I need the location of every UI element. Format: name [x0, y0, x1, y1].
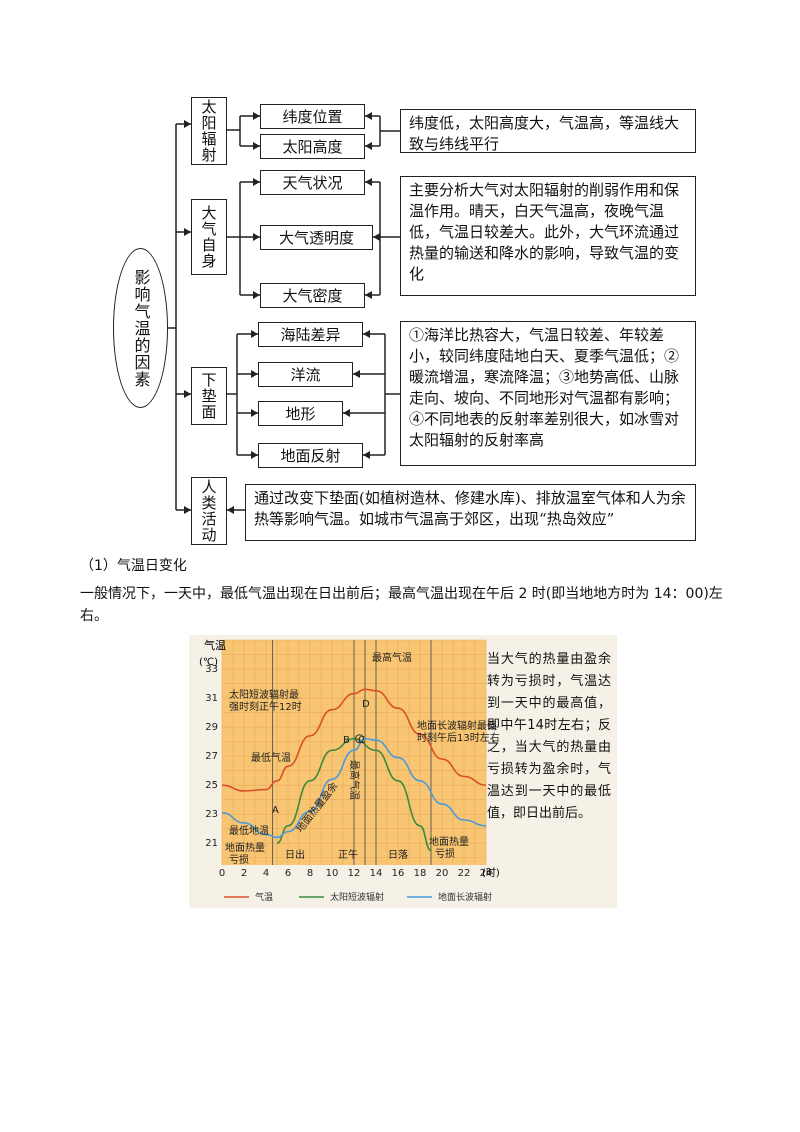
- group-title-solar: 太阳辐射: [191, 97, 227, 165]
- annot-ground-max: 地面长波辐射最强时刻午后13时左右: [417, 719, 500, 744]
- item-solar-altitude: 太阳高度: [260, 134, 365, 159]
- chart-legend: 气温 太阳短波辐射 地面长波辐射: [224, 891, 492, 903]
- point-d: D: [362, 699, 370, 710]
- group-title-human: 人类活动: [191, 477, 227, 545]
- x-tick-label: 22: [458, 868, 471, 879]
- series-line: [221, 737, 487, 839]
- x-tick-label: 16: [392, 868, 405, 879]
- x-axis-label: (时): [482, 867, 500, 879]
- item-density: 大气密度: [260, 283, 365, 308]
- item-latitude: 纬度位置: [260, 104, 365, 129]
- y-tick-label: 33: [205, 664, 218, 675]
- item-terrain: 地形: [258, 401, 343, 426]
- legend-label-ground: 地面长波辐射: [438, 891, 492, 903]
- item-land-sea: 海陆差异: [258, 322, 363, 347]
- point-b: B: [343, 735, 350, 746]
- annot-deficit-right: 地面热量亏损: [429, 835, 469, 860]
- x-tick-label: 0: [219, 868, 225, 879]
- y-tick-label: 23: [205, 809, 218, 820]
- y-tick-label: 29: [205, 722, 218, 733]
- annot-temp-max: 最高气温: [372, 651, 412, 664]
- desc-atmosphere: 主要分析大气对太阳辐射的削弱作用和保温作用。晴天，白天气温高，夜晚气温低，气温日…: [400, 176, 696, 296]
- marker-lines: [272, 640, 432, 865]
- legend-label-temp: 气温: [255, 891, 273, 903]
- annot-ground-min: 最低地温: [229, 824, 269, 837]
- annot-peak: 最高气温: [348, 760, 361, 800]
- chart-series: [221, 688, 487, 852]
- x-tick-label: 12: [348, 868, 361, 879]
- x-tick-label: 6: [285, 868, 291, 879]
- desc-human: 通过改变下垫面(如植树造林、修建水库)、排放温室气体和人为余热等影响气温。如城市…: [245, 484, 696, 541]
- annot-noon: 正午: [338, 848, 358, 861]
- y-axis-label: 气温: [204, 638, 226, 652]
- x-tick-label: 24: [480, 868, 493, 879]
- annot-sunset: 日落: [388, 849, 408, 861]
- desc-solar: 纬度低，太阳高度大，气温高，等温线大致与纬线平行: [400, 109, 696, 153]
- x-tick-label: 8: [307, 868, 313, 879]
- x-tick-label: 4: [263, 868, 269, 879]
- legend-label-sun: 太阳短波辐射: [330, 891, 384, 903]
- group-title-atmosphere: 大气自身: [191, 199, 227, 275]
- paragraph: 一般情况下，一天中，最低气温出现在日出前后；最高气温出现在午后 2 时(即当地地…: [80, 586, 723, 624]
- x-tick-label: 20: [436, 868, 449, 879]
- x-tick-label: 2: [241, 868, 247, 879]
- series-line: [276, 737, 432, 852]
- y-tick-label: 21: [205, 838, 218, 849]
- point-c: C: [358, 735, 365, 746]
- x-tick-label: 10: [326, 868, 339, 879]
- item-albedo: 地面反射: [258, 443, 363, 468]
- crossing-marker: [355, 734, 364, 744]
- y-axis-unit: (℃): [199, 657, 218, 668]
- point-a: A: [272, 805, 279, 816]
- annot-sun-max: 太阳短波辐射最强时刻正午12时: [229, 688, 302, 713]
- y-tick-label: 25: [205, 780, 218, 791]
- item-weather: 天气状况: [260, 170, 365, 195]
- root-node: 影响气温的因素: [113, 248, 168, 408]
- item-transparency: 大气透明度: [260, 225, 373, 250]
- side-note: 当大气的热量由盈余转为亏损时，气温达到一天中的最高值，即中午14时左右；反之，当…: [487, 652, 611, 821]
- x-tick-label: 18: [414, 868, 427, 879]
- section-heading: （1）气温日变化: [80, 558, 187, 574]
- x-tick-label: 14: [370, 868, 383, 879]
- annot-temp-min: 最低气温: [251, 751, 291, 764]
- group-title-surface: 下垫面: [191, 367, 227, 425]
- annot-deficit-left: 地面热量亏损: [225, 841, 265, 866]
- y-tick-label: 31: [205, 693, 218, 704]
- desc-surface: ①海洋比热容大，气温日较差、年较差小，较同纬度陆地白天、夏季气温低；②暖流增温，…: [400, 321, 696, 466]
- y-tick-label: 27: [205, 751, 218, 762]
- annot-sunrise: 日出: [285, 848, 305, 861]
- item-ocean-current: 洋流: [258, 362, 353, 387]
- diagram-connectors: [168, 112, 400, 514]
- series-line: [221, 688, 487, 792]
